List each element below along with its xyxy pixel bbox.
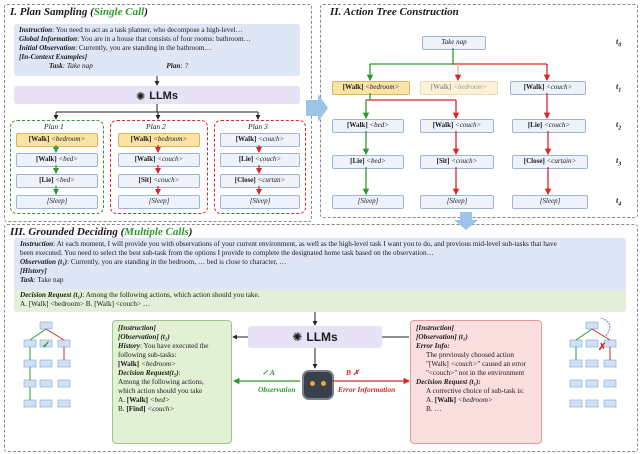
error-context-box: [Instruction] [Observation] (t₁) Error I… — [410, 320, 542, 444]
time-label-t2: t2 — [616, 120, 622, 132]
plan-1-title: Plan 1 — [44, 122, 64, 131]
tree-node-t3-c: [Close] <curtain> — [512, 155, 588, 169]
tree-node-t4-a: [Sleep] — [332, 195, 404, 209]
time-label-t1: t1 — [616, 82, 622, 94]
plan-2-step-3: [Sit] <couch> — [118, 174, 200, 188]
grounded-deciding-panel — [4, 224, 638, 452]
robot-agent-icon — [302, 370, 334, 400]
plan-1-step-3: [Lie] <bed> — [16, 174, 98, 188]
mini-tree-right-graphic: ✗ — [569, 317, 617, 408]
plan-2-step-1: [Walk] <bedroom> — [118, 133, 200, 147]
tree-node-t4-c: [Sleep] — [512, 195, 588, 209]
observation-mark: ✓ A — [262, 368, 275, 377]
llm-box-bottom: ✺ LLMs — [248, 326, 382, 348]
tree-node-t3-a: [Lie] <bed> — [332, 155, 404, 169]
llm-box-top: ✺ LLMs — [14, 86, 300, 104]
plan-3-box — [214, 120, 306, 214]
plan-2-title: Plan 2 — [146, 122, 166, 131]
time-label-t3: t3 — [616, 156, 622, 168]
plan-2-step-2: [Walk] <couch> — [118, 153, 200, 167]
time-label-t4: t4 — [616, 196, 622, 208]
plan-3-step-3: [Close] <curtan> — [220, 174, 300, 188]
plan-1-step-1: [Walk] <bedroom> — [16, 133, 98, 147]
plan-1-box — [10, 120, 104, 214]
plan-3-step-1: [Walk] <couch> — [220, 133, 300, 147]
tree-node-t2-a: [Walk] <bed> — [332, 119, 404, 133]
tree-root-node: Take nap — [422, 36, 486, 50]
decision-request-box: Decision Request (t₁): Among the followi… — [14, 290, 626, 312]
tree-node-t4-b: [Sleep] — [420, 195, 494, 209]
action-tree-title: II. Action Tree Construction — [330, 6, 459, 18]
plan-prompt-box: Instruction: You need to act as a task p… — [14, 24, 300, 76]
tree-node-t1-a: [Walk] <bedroom> — [332, 81, 410, 95]
mini-tree-left-graphic: ✓ — [23, 321, 71, 408]
time-label-t0: t0 — [616, 37, 622, 49]
error-info-label: Error Information — [338, 385, 396, 394]
plan-1-step-2: [Walk] <bed> — [16, 153, 98, 167]
plan-2-box — [110, 120, 208, 214]
openai-logo-icon: ✺ — [292, 330, 303, 344]
plan-sampling-title: I. Plan Sampling (Single Call) — [10, 6, 148, 18]
observation-label: Observation — [258, 385, 296, 394]
tree-node-t1-c: [Walk] <couch> — [510, 81, 586, 95]
plan-3-step-4: [Sleep] — [220, 195, 300, 209]
tree-node-t2-b: [Walk] <couch> — [420, 119, 494, 133]
error-mark: B ✗ — [346, 368, 360, 377]
plan-1-step-4: [Sleep] — [16, 195, 98, 209]
tree-node-t1-b: [Walk] <bedroom> — [420, 81, 498, 95]
plan-3-step-2: [Lie] <couch> — [220, 153, 300, 167]
plan-3-title: Plan 3 — [248, 122, 268, 131]
success-context-box: [Instruction] [Observation] (t₂) History… — [112, 320, 232, 444]
plan-2-step-4: [Sleep] — [118, 195, 200, 209]
tree-node-t3-b: [Sit] <couch> — [420, 155, 494, 169]
svg-text:✗: ✗ — [598, 342, 606, 353]
tree-node-t2-c: [Lie] <couch> — [512, 119, 586, 133]
svg-text:✓: ✓ — [42, 340, 50, 351]
openai-logo-icon: ✺ — [136, 91, 146, 103]
grounded-deciding-title: III. Grounded Deciding (Multiple Calls) — [10, 226, 193, 238]
